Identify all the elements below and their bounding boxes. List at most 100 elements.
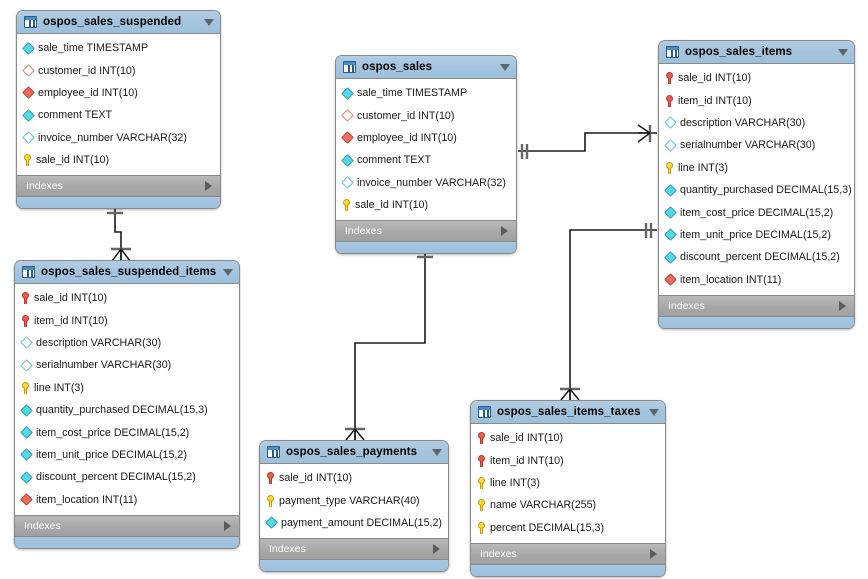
table-column[interactable]: payment_type VARCHAR(40) [260,489,448,511]
column-not-null-icon [664,228,677,242]
table-column[interactable]: item_location INT(11) [15,489,239,511]
column-label: item_location INT(11) [36,493,138,506]
table-column[interactable]: item_id INT(10) [471,449,665,471]
chevron-down-icon[interactable] [223,268,233,276]
table-icon [666,46,679,58]
column-label: sale_id INT(10) [279,472,353,485]
table-column[interactable]: item_cost_price DECIMAL(15,2) [15,421,239,443]
table-ospos_sales[interactable]: ospos_sales sale_time TIMESTAMP customer_i… [335,55,517,255]
table-column[interactable]: item_cost_price DECIMAL(15,2) [659,201,854,223]
column-label: customer_id INT(10) [357,109,455,122]
column-label: payment_amount DECIMAL(15,2) [281,516,442,529]
table-ospos_sales_items[interactable]: ospos_sales_items sale_id INT(10) item_id … [658,40,855,329]
table-header[interactable]: ospos_sales_suspended_items [15,261,239,284]
chevron-down-icon[interactable] [432,448,442,456]
table-header[interactable]: ospos_sales_items_taxes [471,401,665,424]
column-label: customer_id INT(10) [38,64,136,77]
column-label: serialnumber VARCHAR(30) [36,359,172,372]
indexes-section-toggle[interactable]: Indexes [471,542,665,564]
table-ospos_sales_suspended_items[interactable]: ospos_sales_suspended_items sale_id INT(1… [14,260,240,549]
table-column[interactable]: customer_id INT(10) [336,104,516,126]
chevron-down-icon[interactable] [204,18,214,26]
table-ospos_sales_items_taxes[interactable]: ospos_sales_items_taxes sale_id INT(10) it… [470,400,666,577]
table-column[interactable]: item_location INT(11) [659,269,854,291]
chevron-right-icon[interactable] [205,181,212,192]
foreign-primary-key-icon [478,432,485,445]
table-header[interactable]: ospos_sales [336,56,516,79]
table-column[interactable]: sale_id INT(10) [336,194,516,216]
table-column[interactable]: employee_id INT(10) [17,82,220,104]
column-not-null-icon [20,426,33,439]
table-ospos_sales_payments[interactable]: ospos_sales_payments sale_id INT(10) payme… [259,440,449,573]
column-label: sale_id INT(10) [678,72,752,85]
primary-key-icon [478,499,485,512]
relationship-sales-items-to-items-taxes[interactable] [560,223,657,401]
table-column[interactable]: comment TEXT [17,104,220,126]
primary-key-icon [666,161,673,174]
table-column[interactable]: description VARCHAR(30) [15,332,239,354]
chevron-right-icon[interactable] [839,300,846,311]
column-label: employee_id INT(10) [357,131,457,144]
chevron-right-icon[interactable] [224,520,231,531]
table-column[interactable]: line INT(3) [659,157,854,179]
table-column[interactable]: employee_id INT(10) [336,127,516,149]
foreign-primary-key-icon [666,94,673,107]
relationship-sales-to-sales-items[interactable] [518,124,657,159]
table-column[interactable]: item_unit_price DECIMAL(15,2) [15,444,239,466]
table-column[interactable]: sale_time TIMESTAMP [17,37,220,59]
table-column[interactable]: sale_id INT(10) [15,287,239,309]
table-column[interactable]: invoice_number VARCHAR(32) [17,127,220,149]
chevron-right-icon[interactable] [501,226,508,237]
chevron-right-icon[interactable] [433,544,440,555]
table-column[interactable]: sale_time TIMESTAMP [336,82,516,104]
table-ospos_sales_suspended[interactable]: ospos_sales_suspended sale_time TIMESTAMP… [16,10,221,210]
table-column[interactable]: line INT(3) [15,377,239,399]
table-column[interactable]: serialnumber VARCHAR(30) [15,354,239,376]
table-column[interactable]: serialnumber VARCHAR(30) [659,134,854,156]
table-header[interactable]: ospos_sales_items [659,41,854,64]
column-nullable-icon [664,138,677,152]
table-column[interactable]: item_id INT(10) [15,309,239,331]
foreign-primary-key-icon [666,72,673,85]
primary-key-icon [478,521,485,534]
indexes-section-toggle[interactable]: Indexes [17,175,220,197]
column-label: description VARCHAR(30) [680,116,806,129]
chevron-down-icon[interactable] [500,63,510,71]
table-column[interactable]: invoice_number VARCHAR(32) [336,172,516,194]
column-label: sale_id INT(10) [36,154,110,167]
table-column[interactable]: sale_id INT(10) [471,427,665,449]
table-column[interactable]: payment_amount DECIMAL(15,2) [260,512,448,534]
chevron-right-icon[interactable] [650,548,657,559]
table-column[interactable]: quantity_purchased DECIMAL(15,3) [15,399,239,421]
table-header[interactable]: ospos_sales_suspended [17,11,220,34]
table-icon [267,446,280,458]
indexes-section-toggle[interactable]: Indexes [659,294,854,316]
relationship-sales-to-payments[interactable] [345,246,433,441]
table-column[interactable]: item_unit_price DECIMAL(15,2) [659,224,854,246]
table-column[interactable]: item_id INT(10) [659,89,854,111]
table-column[interactable]: name VARCHAR(255) [471,494,665,516]
relationship-suspended-to-suspended-items[interactable] [107,202,131,262]
table-column[interactable]: customer_id INT(10) [17,59,220,81]
table-column[interactable]: discount_percent DECIMAL(15,2) [15,466,239,488]
table-column[interactable]: sale_id INT(10) [17,149,220,171]
primary-key-icon [343,199,350,212]
table-column[interactable]: percent DECIMAL(15,3) [471,517,665,539]
column-label: item_id INT(10) [490,454,564,467]
indexes-section-toggle[interactable]: Indexes [260,538,448,560]
column-label: item_location INT(11) [680,273,782,286]
chevron-down-icon[interactable] [838,48,848,56]
table-column[interactable]: description VARCHAR(30) [659,112,854,134]
table-column[interactable]: discount_percent DECIMAL(15,2) [659,246,854,268]
indexes-section-toggle[interactable]: Indexes [336,220,516,242]
table-column[interactable]: line INT(3) [471,472,665,494]
chevron-down-icon[interactable] [649,408,659,416]
table-column[interactable]: sale_id INT(10) [260,467,448,489]
table-column[interactable]: sale_id INT(10) [659,67,854,89]
table-column[interactable]: quantity_purchased DECIMAL(15,3) [659,179,854,201]
table-column[interactable]: comment TEXT [336,149,516,171]
table-header[interactable]: ospos_sales_payments [260,441,448,464]
indexes-section-toggle[interactable]: Indexes [15,514,239,536]
table-footer [260,559,448,572]
